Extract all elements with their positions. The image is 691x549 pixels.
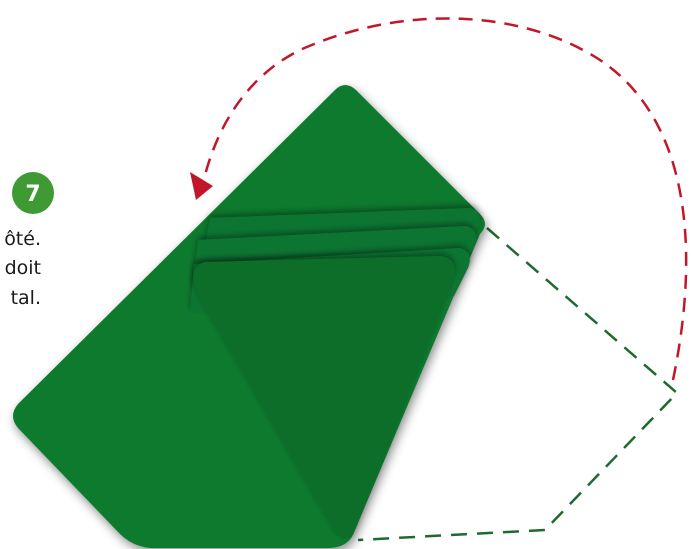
step-badge: 7: [12, 172, 54, 214]
rotation-arrowhead: [190, 172, 213, 200]
instruction-line-2: doit: [5, 257, 41, 279]
instruction-text: ôté. doit tal.: [4, 228, 41, 309]
folded-napkin: [13, 85, 485, 548]
step-number: 7: [25, 182, 40, 207]
instruction-line-3: tal.: [11, 287, 41, 309]
instruction-line-1: ôté.: [4, 228, 41, 250]
